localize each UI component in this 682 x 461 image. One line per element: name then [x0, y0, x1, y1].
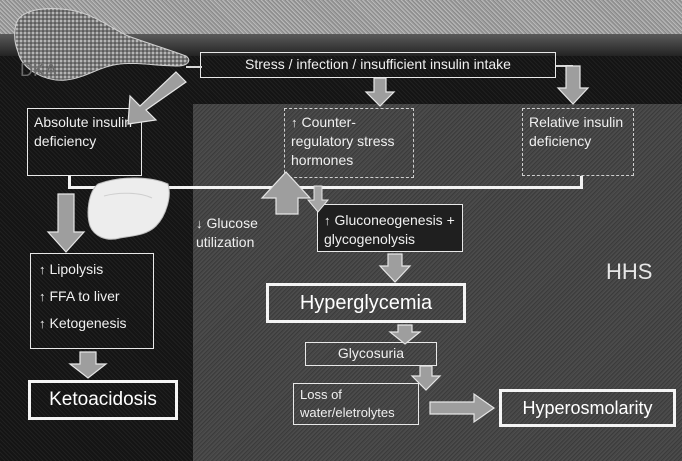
arrow-icon [380, 254, 410, 282]
arrow-icon [48, 194, 84, 252]
arrow-icon [390, 325, 420, 344]
arrow-icon [430, 394, 494, 422]
arrow-icon [128, 72, 186, 124]
arrow-icon [412, 366, 440, 390]
arrow-icon [366, 78, 394, 106]
arrow-icon [70, 352, 106, 378]
arrow-icon [262, 172, 310, 214]
liver-icon [88, 178, 169, 239]
arrow-icon [308, 186, 328, 212]
arrow-icon [558, 66, 588, 104]
